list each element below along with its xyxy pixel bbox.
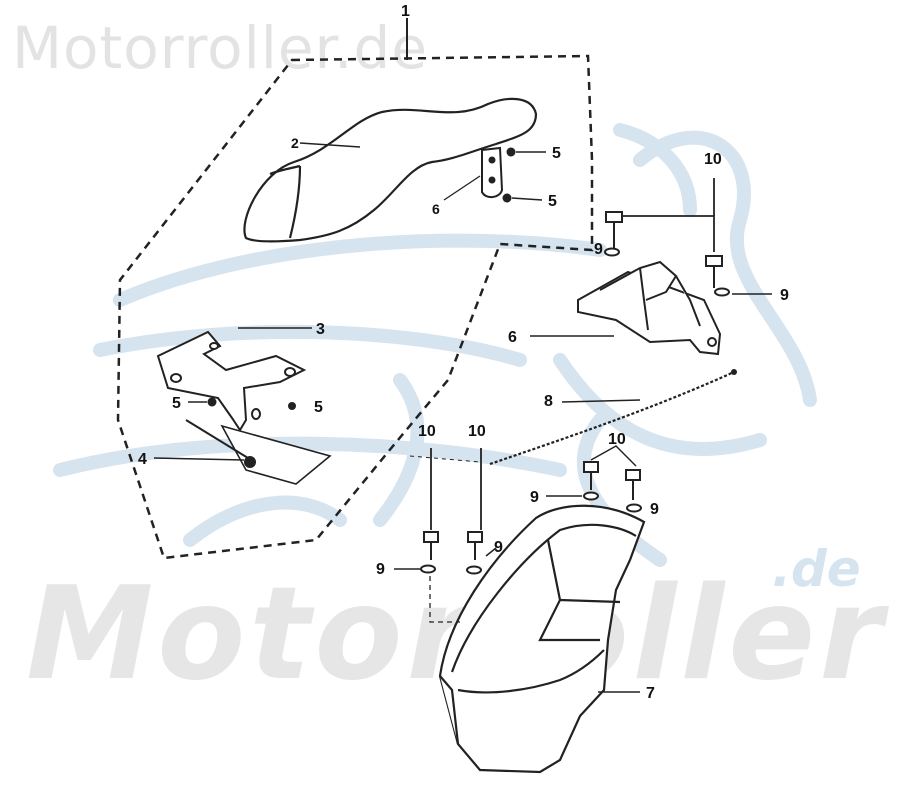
lock-bolt-icon: [604, 211, 623, 257]
callout-nut-bracket-right: 5: [314, 399, 323, 416]
callout-nut-top-2: 5: [548, 193, 557, 210]
callout-hinge-plate: 6: [432, 201, 440, 217]
callout-helmet-box: 7: [646, 685, 655, 702]
callout-bolt-box-left: 10: [418, 423, 436, 440]
callout-assembly: 1: [401, 3, 410, 20]
long-bolt-part: [185, 419, 256, 468]
seat-part: [243, 97, 538, 243]
seat-nut-icon: [506, 147, 516, 157]
callout-washer-box-r1: 9: [530, 489, 539, 506]
callout-bolt-long: 4: [138, 451, 147, 468]
callout-bracket: 3: [316, 321, 325, 338]
callout-washer-box-r2: 9: [650, 501, 659, 518]
watermark-de-text: .de: [772, 540, 861, 598]
box-bolt-guide: [429, 576, 460, 623]
seat-nut-leader: [511, 197, 543, 201]
lock-bolt-leader: [622, 215, 715, 252]
callout-bolt-box-mid: 10: [468, 423, 486, 440]
box-bolt-leader: [590, 445, 637, 467]
helmet-box-part: [438, 504, 646, 774]
box-bolt-icon: [625, 469, 642, 513]
callout-seat: 2: [291, 135, 299, 151]
cable-leader: [561, 399, 641, 403]
long-bolt-leader: [153, 457, 245, 461]
seat-assembly-outline: [116, 54, 594, 560]
seat-leader: [299, 142, 361, 148]
hinge-plate-leader: [443, 175, 481, 201]
bracket-nut-icon: [288, 402, 296, 410]
box-bolt-icon: [420, 531, 439, 574]
lock-bolt-icon: [705, 255, 730, 297]
callout-washer-box-left: 9: [376, 561, 385, 578]
bracket-nut-icon: [207, 397, 217, 407]
box-bolt-icon: [466, 531, 483, 575]
callout-washer-lock-left: 9: [594, 241, 603, 258]
cable-guide: [409, 455, 481, 463]
seat-bracket-part: [156, 330, 307, 432]
callout-bolt-box-right: 10: [608, 431, 626, 448]
callout-nut-top-1: 5: [552, 145, 561, 162]
box-washer-leader: [485, 547, 497, 557]
bolt-plate-part: [220, 424, 332, 485]
watermark-top-text: Motorroller.de: [12, 14, 429, 82]
callout-lock: 6: [508, 329, 517, 346]
callout-bolt-lock: 10: [704, 151, 722, 168]
box-bolt-icon: [583, 461, 599, 501]
seat-nut-icon: [502, 193, 512, 203]
callout-washer-box-mid: 9: [494, 539, 503, 556]
callout-nut-bracket-left: 5: [172, 395, 181, 412]
cable-part: [489, 370, 735, 466]
callout-cable: 8: [544, 393, 553, 410]
callout-washer-lock-right: 9: [780, 287, 789, 304]
cable-end-icon: [731, 369, 737, 375]
hinge-plate-part: [481, 146, 504, 198]
seat-lock-part: [577, 260, 722, 356]
